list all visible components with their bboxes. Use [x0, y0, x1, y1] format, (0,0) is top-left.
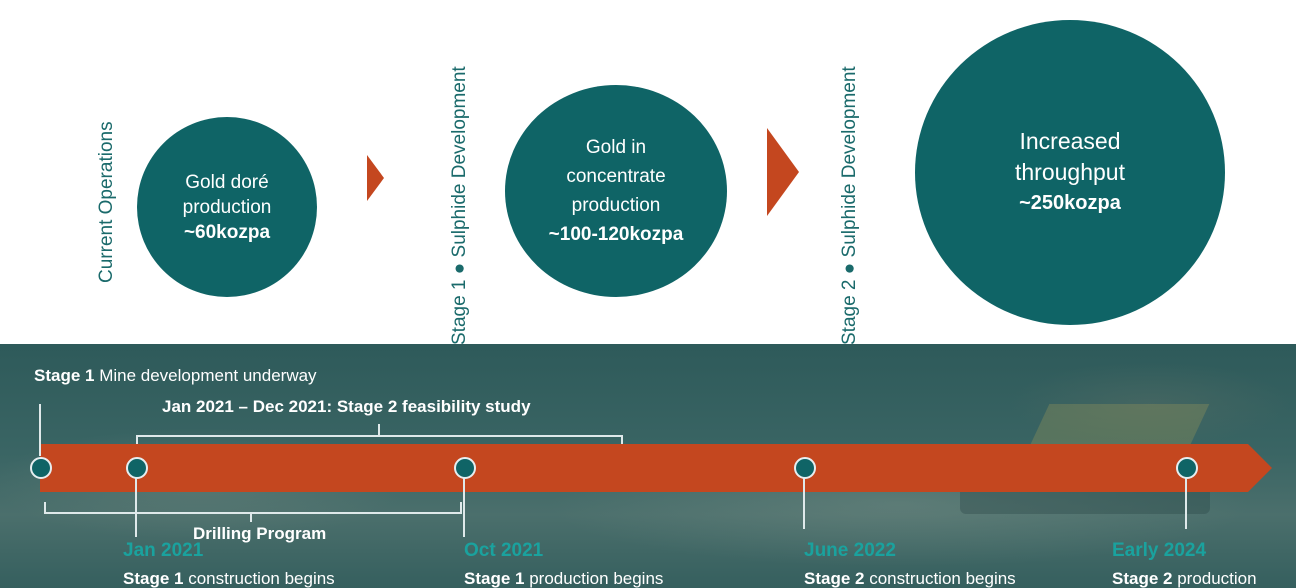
circle-current-production: Gold doré production ~60kozpa: [137, 117, 317, 297]
circle2-line1: Gold in: [585, 137, 647, 158]
milestone-june-2022-dot: [794, 457, 816, 479]
feasibility-bracket: [136, 435, 623, 437]
circle3-value: ~250kozpa: [1019, 192, 1121, 214]
circle2-value: ~100-120kozpa: [548, 224, 684, 245]
circle-stage1-production: Gold in concentrate production ~100-120k…: [505, 85, 727, 297]
circle-stage2-throughput: Increased throughput ~250kozpa: [915, 20, 1225, 325]
circle3-line2: throughput: [1015, 159, 1125, 185]
stage2-label: Stage 2 ● Sulphide Development: [839, 66, 860, 345]
circle2-line3: production: [571, 195, 661, 216]
milestone-desc: Stage 2 production: [1112, 569, 1257, 588]
circle1-line1: Gold doré: [185, 171, 269, 193]
milestone-date: June 2022: [804, 540, 896, 561]
milestone-desc: Stage 1 construction begins: [123, 569, 335, 588]
circle1-value: ~60kozpa: [183, 221, 271, 243]
drilling-bracket: [44, 512, 462, 514]
arrow-stage1-icon: [367, 155, 384, 201]
milestone-oct-2021-dot: [454, 457, 476, 479]
circle3-line1: Increased: [1019, 128, 1121, 154]
circle2-line2: concentrate: [566, 166, 666, 187]
circle1-line2: production: [182, 196, 272, 218]
stage1-label: Stage 1 ● Sulphide Development: [449, 66, 470, 345]
milestone-desc: Stage 2 construction begins: [804, 569, 1016, 588]
milestone-jan-2021-dot: [126, 457, 148, 479]
timeline-panel: Stage 1 Mine development underway Jan 20…: [0, 344, 1296, 588]
milestone-date: Oct 2021: [464, 540, 544, 561]
milestone-date: Jan 2021: [123, 540, 204, 561]
drilling-program-text: Drilling Program: [193, 524, 327, 543]
milestone-date: Early 2024: [1112, 540, 1207, 561]
mine-development-text: Stage 1 Mine development underway: [34, 366, 317, 385]
current-operations-label: Current Operations: [96, 121, 117, 283]
milestone-early-2024-dot: [1176, 457, 1198, 479]
timeline-start-dot: [30, 457, 52, 479]
milestone-desc: Stage 1 production begins: [464, 569, 664, 588]
timeline-arrow: [40, 444, 1272, 492]
feasibility-study-text: Jan 2021 – Dec 2021: Stage 2 feasibility…: [162, 397, 531, 416]
arrow-stage2-icon: [767, 128, 799, 216]
